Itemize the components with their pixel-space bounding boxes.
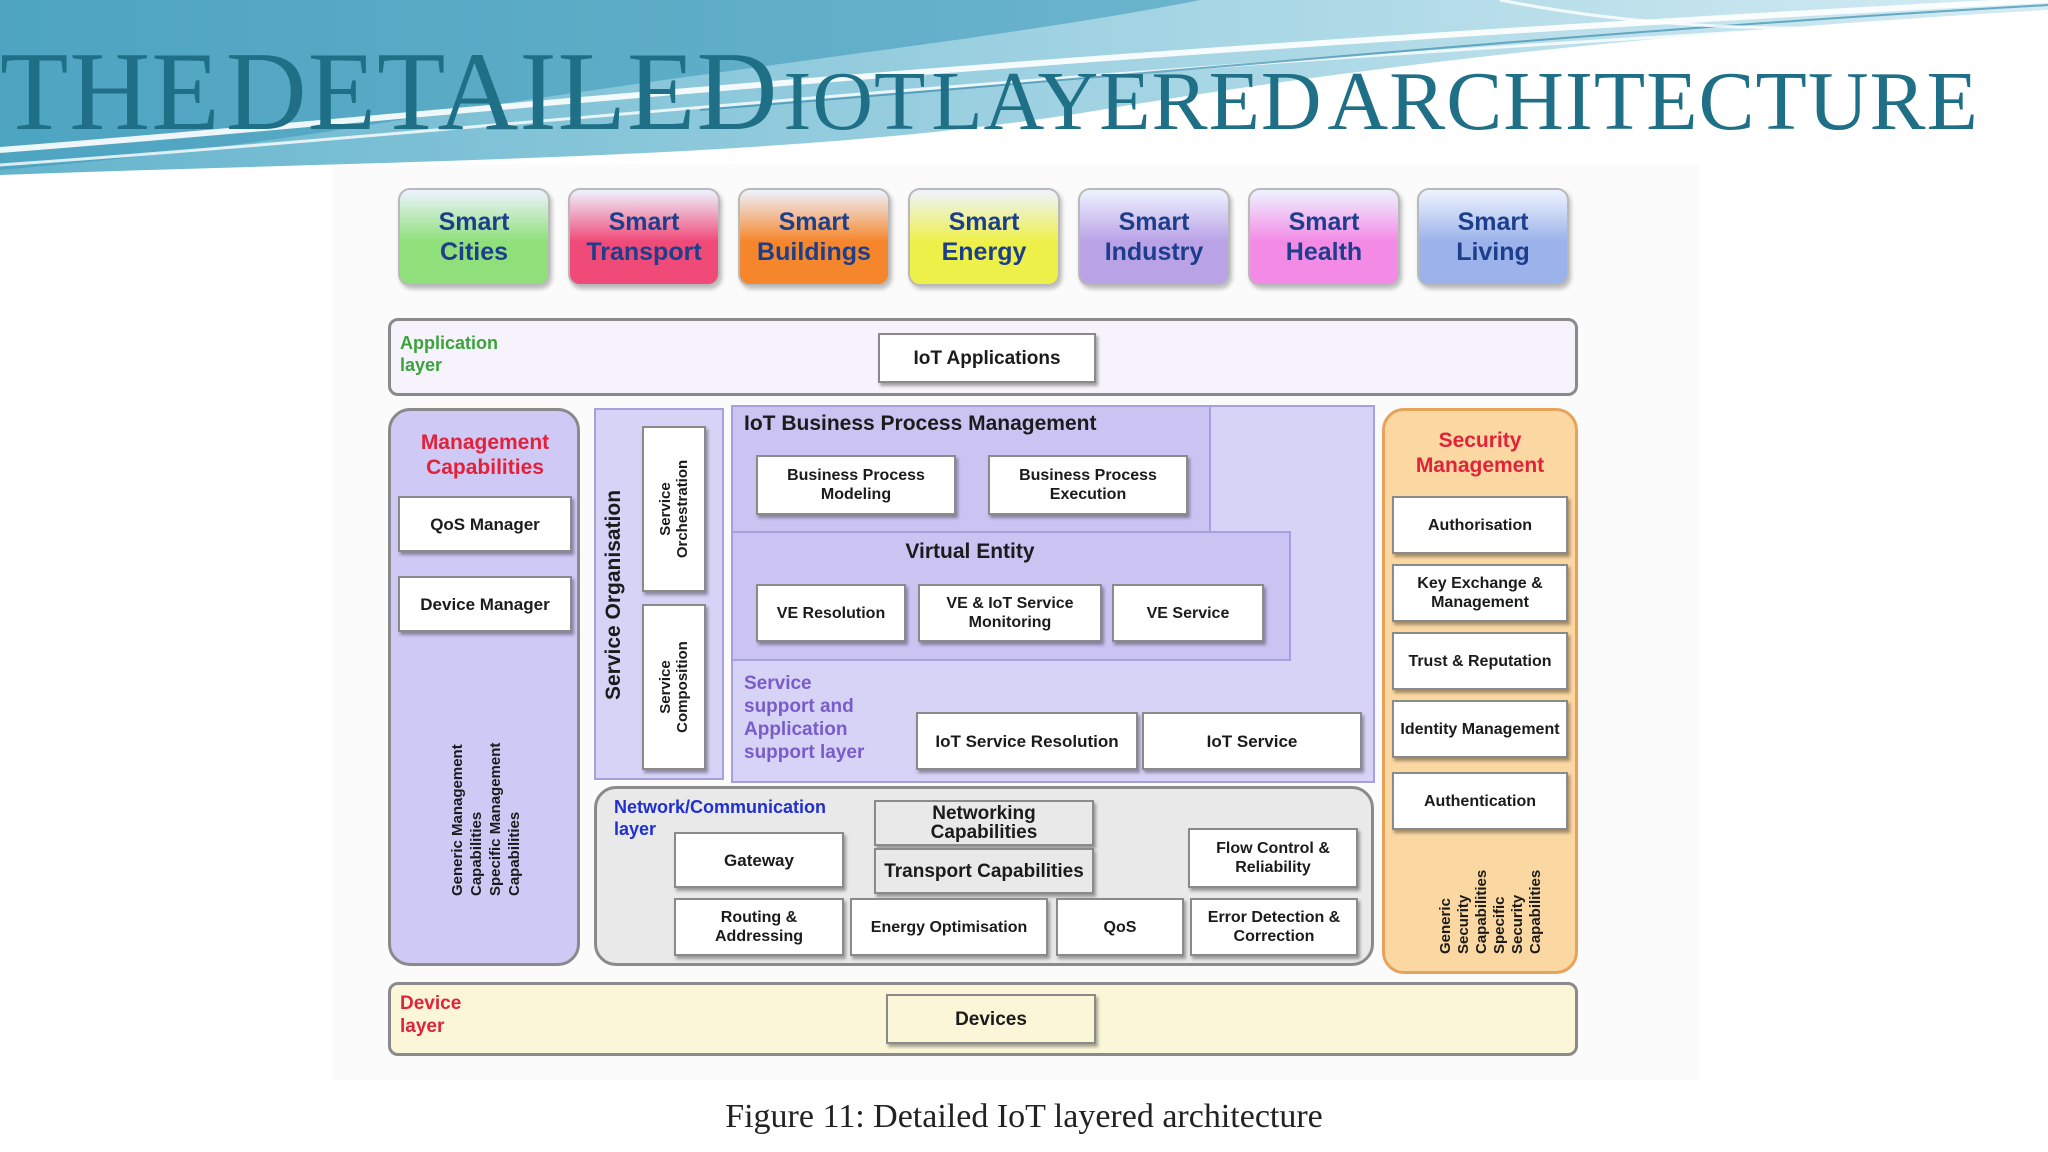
routing-addressing-box: Routing & Addressing [674,898,844,956]
app-tile-smart-industry: Smart Industry [1078,188,1230,286]
service-organisation-label: Service Organisation [602,489,625,701]
mgmt-vtext-3: Specific Management [487,742,504,896]
gateway-box: Gateway [674,832,844,888]
app-tile-smart-living: Smart Living [1417,188,1569,286]
app-tile-smart-transport: Smart Transport [568,188,720,286]
service-support-label: Service support and Application support … [744,673,865,763]
device-layer-label: Device layer [400,993,462,1037]
business-process-modeling-box: Business Process Modeling [756,455,956,515]
app-tile-smart-cities: Smart Cities [398,188,550,286]
sec-vtext-1: Generic [1436,898,1454,954]
iot-service-resolution-box: IoT Service Resolution [916,712,1138,770]
trust-reputation-box: Trust & Reputation [1392,632,1568,690]
mgmt-vtext-4: Capabilities [506,811,523,896]
mgmt-vtext-2: Capabilities [468,811,485,896]
flow-control-box: Flow Control & Reliability [1188,828,1358,888]
devices-box: Devices [886,994,1096,1044]
management-capabilities-title: Management Capabilities [420,431,550,479]
app-tile-smart-buildings: Smart Buildings [738,188,890,286]
qos-box: QoS [1056,898,1184,956]
iot-applications-box: IoT Applications [878,333,1096,383]
sec-vtext-3: Capabilities [1472,869,1490,954]
slide-title: THE DETAILED IOT LAYERED ARCHITECTURE [0,28,2048,157]
ve-resolution-box: VE Resolution [756,584,906,642]
title-part-detailed: DETAILED [225,30,779,154]
key-exchange-box: Key Exchange & Management [1392,564,1568,622]
service-composition-box: Service Composition [642,604,706,770]
sec-vtext-4: Specific [1490,896,1508,954]
app-tile-smart-health: Smart Health [1248,188,1400,286]
authentication-box: Authentication [1392,772,1568,830]
device-manager-box: Device Manager [398,576,572,632]
transport-capabilities-box: Transport Capabilities [874,848,1094,894]
error-detection-box: Error Detection & Correction [1190,898,1358,956]
security-management-title: Security Management [1415,429,1545,477]
qos-manager-box: QoS Manager [398,496,572,552]
header-wave-decoration [0,0,2048,175]
sec-vtext-6: Capabilities [1526,869,1544,954]
title-part-architecture: ARCHITECTURE [1327,55,1979,148]
networking-capabilities-box: Networking Capabilities [874,800,1094,846]
ve-iot-service-monitoring-box: VE & IoT Service Monitoring [918,584,1102,642]
identity-management-box: Identity Management [1392,700,1568,758]
management-vertical-text: Generic Management Capabilities Specific… [436,716,536,896]
sec-vtext-2: Security [1454,894,1472,954]
mgmt-vtext-1: Generic Management [449,744,466,896]
security-vertical-text: Generic Security Capabilities Specific S… [1420,842,1560,954]
virtual-entity-title: Virtual Entity [905,540,1035,563]
figure-caption: Figure 11: Detailed IoT layered architec… [725,1098,1323,1135]
sec-vtext-5: Security [1508,894,1526,954]
title-part-the: THE [0,30,221,154]
business-process-execution-box: Business Process Execution [988,455,1188,515]
title-part-layered: LAYERED [931,55,1323,148]
business-process-title: IoT Business Process Management [744,412,1097,435]
iot-service-box: IoT Service [1142,712,1362,770]
energy-optimisation-box: Energy Optimisation [850,898,1048,956]
app-tile-smart-energy: Smart Energy [908,188,1060,286]
authorisation-box: Authorisation [1392,496,1568,554]
service-orchestration-box: Service Orchestration [642,426,706,592]
title-part-iot: IOT [783,55,927,148]
network-layer-label: Network/Communication layer [614,797,827,839]
ve-service-box: VE Service [1112,584,1264,642]
application-layer-label: Application layer [400,333,498,375]
